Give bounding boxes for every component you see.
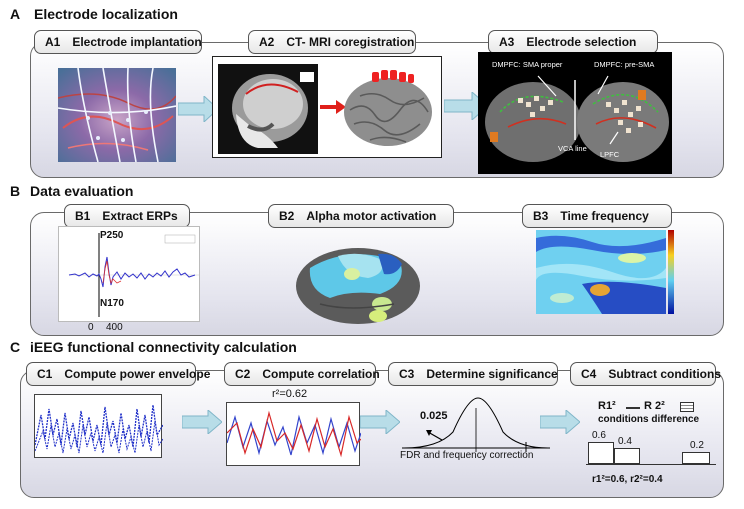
- section-a-letter: A: [10, 6, 21, 22]
- p-value-label: 0.025: [420, 410, 448, 422]
- time-frequency-plot: [522, 228, 682, 324]
- bar-value-1: 0.6: [592, 430, 606, 441]
- tab-a2-text: CT- MRI coregistration: [286, 35, 415, 49]
- correction-note: FDR and frequency correction: [400, 450, 534, 461]
- tab-c4-label: C4: [581, 367, 597, 381]
- legend-line: [626, 407, 640, 409]
- tab-c3: C3 Determine significance: [388, 362, 558, 386]
- alpha-activation-brain: [290, 234, 426, 330]
- mri-brain-image: [340, 60, 436, 154]
- tab-c3-text: Determine significance: [426, 367, 558, 381]
- lpfc-annotation: LPFC: [600, 150, 620, 159]
- bar-baseline: [586, 464, 716, 465]
- tab-b3-text: Time frequency: [560, 209, 649, 223]
- tab-c1-text: Compute power envelope: [64, 367, 211, 381]
- tab-a3: A3 Electrode selection: [488, 30, 658, 54]
- section-b-title: Data evaluation: [30, 183, 134, 199]
- correlation-value: r²=0.62: [272, 388, 308, 400]
- bar-r2: [614, 448, 640, 464]
- tab-a1-text: Electrode implantation: [72, 35, 202, 49]
- erp-tick-400: 400: [106, 322, 123, 333]
- section-c-letter: C: [10, 339, 21, 355]
- tab-a1-label: A1: [45, 35, 61, 49]
- section-c-title: iEEG functional connectivity calculation: [30, 339, 297, 355]
- tab-a1: A1 Electrode implantation: [34, 30, 202, 54]
- legend-r1: R1²: [598, 400, 616, 412]
- tab-c1: C1 Compute power envelope: [26, 362, 210, 386]
- correlation-plot: [226, 402, 362, 466]
- tab-b1: B1 Extract ERPs: [64, 204, 190, 228]
- bar-r1: [588, 442, 614, 464]
- tab-c4-text: Subtract conditions: [608, 367, 722, 381]
- tab-c2-label: C2: [235, 367, 251, 381]
- bar-value-3: 0.2: [690, 440, 704, 451]
- tab-b2: B2 Alpha motor activation: [268, 204, 454, 228]
- tab-b1-label: B1: [75, 209, 91, 223]
- arrow-a1-a2-icon: [178, 96, 218, 122]
- tab-b3: B3 Time frequency: [522, 204, 672, 228]
- tab-c2-text: Compute correlation: [262, 367, 380, 381]
- significance-distribution: [398, 392, 554, 454]
- tab-c3-label: C3: [399, 367, 415, 381]
- tab-a3-text: Electrode selection: [526, 35, 637, 49]
- p250-label: P250: [100, 230, 124, 241]
- tab-b2-label: B2: [279, 209, 295, 223]
- tab-a3-label: A3: [499, 35, 515, 49]
- dmpfc-sma-annotation: DMPFC: SMA proper: [492, 60, 563, 69]
- tab-b3-label: B3: [533, 209, 549, 223]
- arrow-c1-c2-icon: [182, 410, 222, 434]
- tab-c2: C2 Compute correlation: [224, 362, 380, 386]
- tab-b1-text: Extract ERPs: [102, 209, 178, 223]
- erp-plot: [58, 226, 200, 322]
- section-b-letter: B: [10, 183, 21, 199]
- vca-line-annotation: VCA line: [558, 144, 587, 153]
- tab-c1-label: C1: [37, 367, 53, 381]
- erp-tick-zero: 0: [88, 322, 94, 333]
- implantation-photo: [57, 67, 177, 163]
- bar-difference: [682, 452, 710, 464]
- tab-c4: C4 Subtract conditions: [570, 362, 721, 386]
- power-envelope-plot: [34, 394, 164, 458]
- tab-a2-label: A2: [259, 35, 275, 49]
- electrode-selection-image: [478, 52, 672, 174]
- n170-label: N170: [100, 298, 124, 309]
- arrow-red-icon: [320, 100, 346, 114]
- summary-label: r1²=0.6, r2²=0.4: [592, 474, 663, 485]
- tab-b2-text: Alpha motor activation: [306, 209, 437, 223]
- legend-r2: R 2²: [644, 400, 665, 412]
- section-a-title: Electrode localization: [34, 6, 178, 22]
- bar-value-2: 0.4: [618, 436, 632, 447]
- ct-image: [218, 64, 318, 154]
- dmpfc-presma-annotation: DMPFC: pre-SMA: [594, 60, 655, 69]
- tab-a2: A2 CT- MRI coregistration: [248, 30, 416, 54]
- arrow-c3-c4-icon: [540, 410, 580, 434]
- difference-label: conditions difference: [598, 414, 700, 425]
- arrow-c2-c3-icon: [360, 410, 400, 434]
- legend-difference-swatch: [680, 402, 694, 412]
